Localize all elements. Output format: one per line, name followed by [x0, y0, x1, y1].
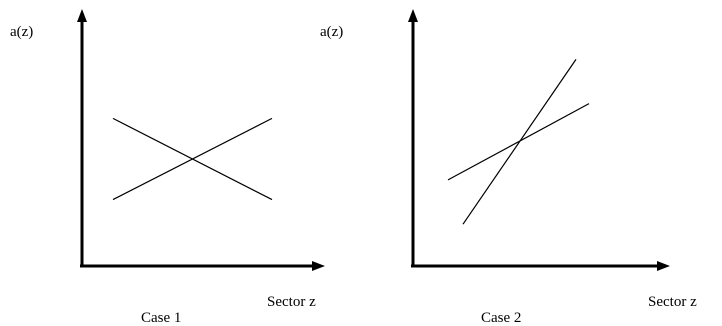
y-axis-arrowhead: [408, 9, 418, 22]
flat-line: [447, 103, 590, 181]
panel-case-1: a(z) Sector z Case 1: [10, 9, 325, 326]
x-axis-label: Sector z: [267, 294, 316, 310]
x-axis-arrowhead: [312, 261, 325, 271]
panel-caption: Case 2: [481, 310, 521, 326]
x-axis-label: Sector z: [648, 294, 697, 310]
y-axis-arrowhead: [77, 9, 87, 22]
x-axis-arrowhead: [657, 261, 670, 271]
rising-line: [112, 117, 273, 201]
y-axis-label: a(z): [320, 24, 343, 40]
y-axis-label: a(z): [10, 24, 33, 40]
panel-case-2: a(z) Sector z Case 2: [320, 9, 697, 326]
panel-caption: Case 1: [141, 310, 181, 326]
